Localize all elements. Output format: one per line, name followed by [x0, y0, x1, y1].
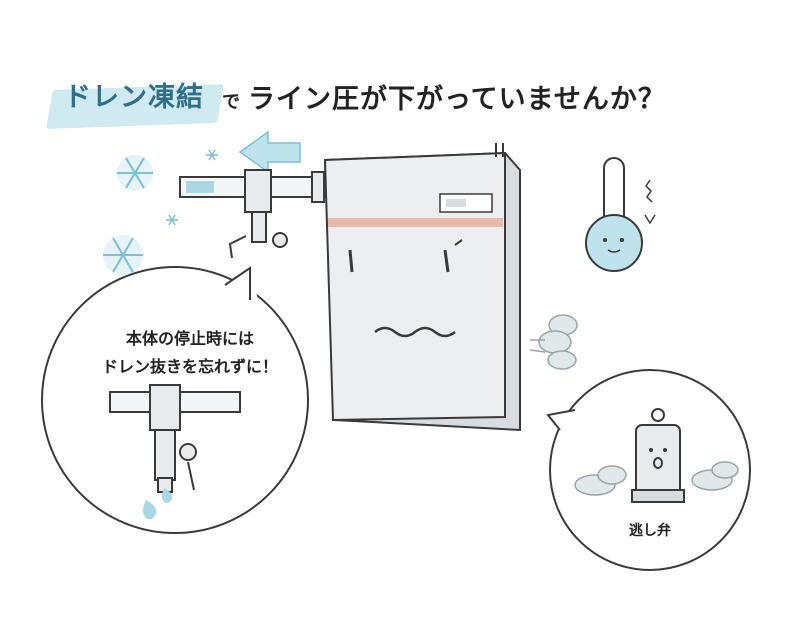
steam-cloud-icon: [529, 314, 578, 370]
left-bubble-message: 本体の停止時には ドレン抜きを忘れずに！: [90, 325, 290, 381]
arrow-left-icon: [238, 130, 301, 174]
relief-valve: [631, 408, 685, 503]
drain-valve-closeup: [109, 384, 241, 520]
relief-valve-label: 逃し弁: [629, 523, 671, 539]
boiler-unit: [323, 143, 521, 432]
drain-pipe: [179, 169, 326, 259]
steam-cloud-icon: [574, 461, 739, 496]
headline-rest: ライン圧が下がっていませんか？: [248, 84, 666, 115]
left-bubble-line2: ドレン抜きを忘れずに！: [101, 357, 278, 376]
headline-highlight-text: ドレン凍結: [64, 82, 204, 113]
headline: ドレン凍結 で ライン圧が下がっていませんか？: [45, 60, 666, 129]
snowflake-icon: [103, 149, 218, 275]
headline-highlight: ドレン凍結: [45, 69, 225, 129]
left-bubble-line1: 本体の停止時には: [125, 329, 254, 348]
thermometer-icon: [585, 157, 656, 272]
headline-particle: で: [222, 92, 240, 113]
